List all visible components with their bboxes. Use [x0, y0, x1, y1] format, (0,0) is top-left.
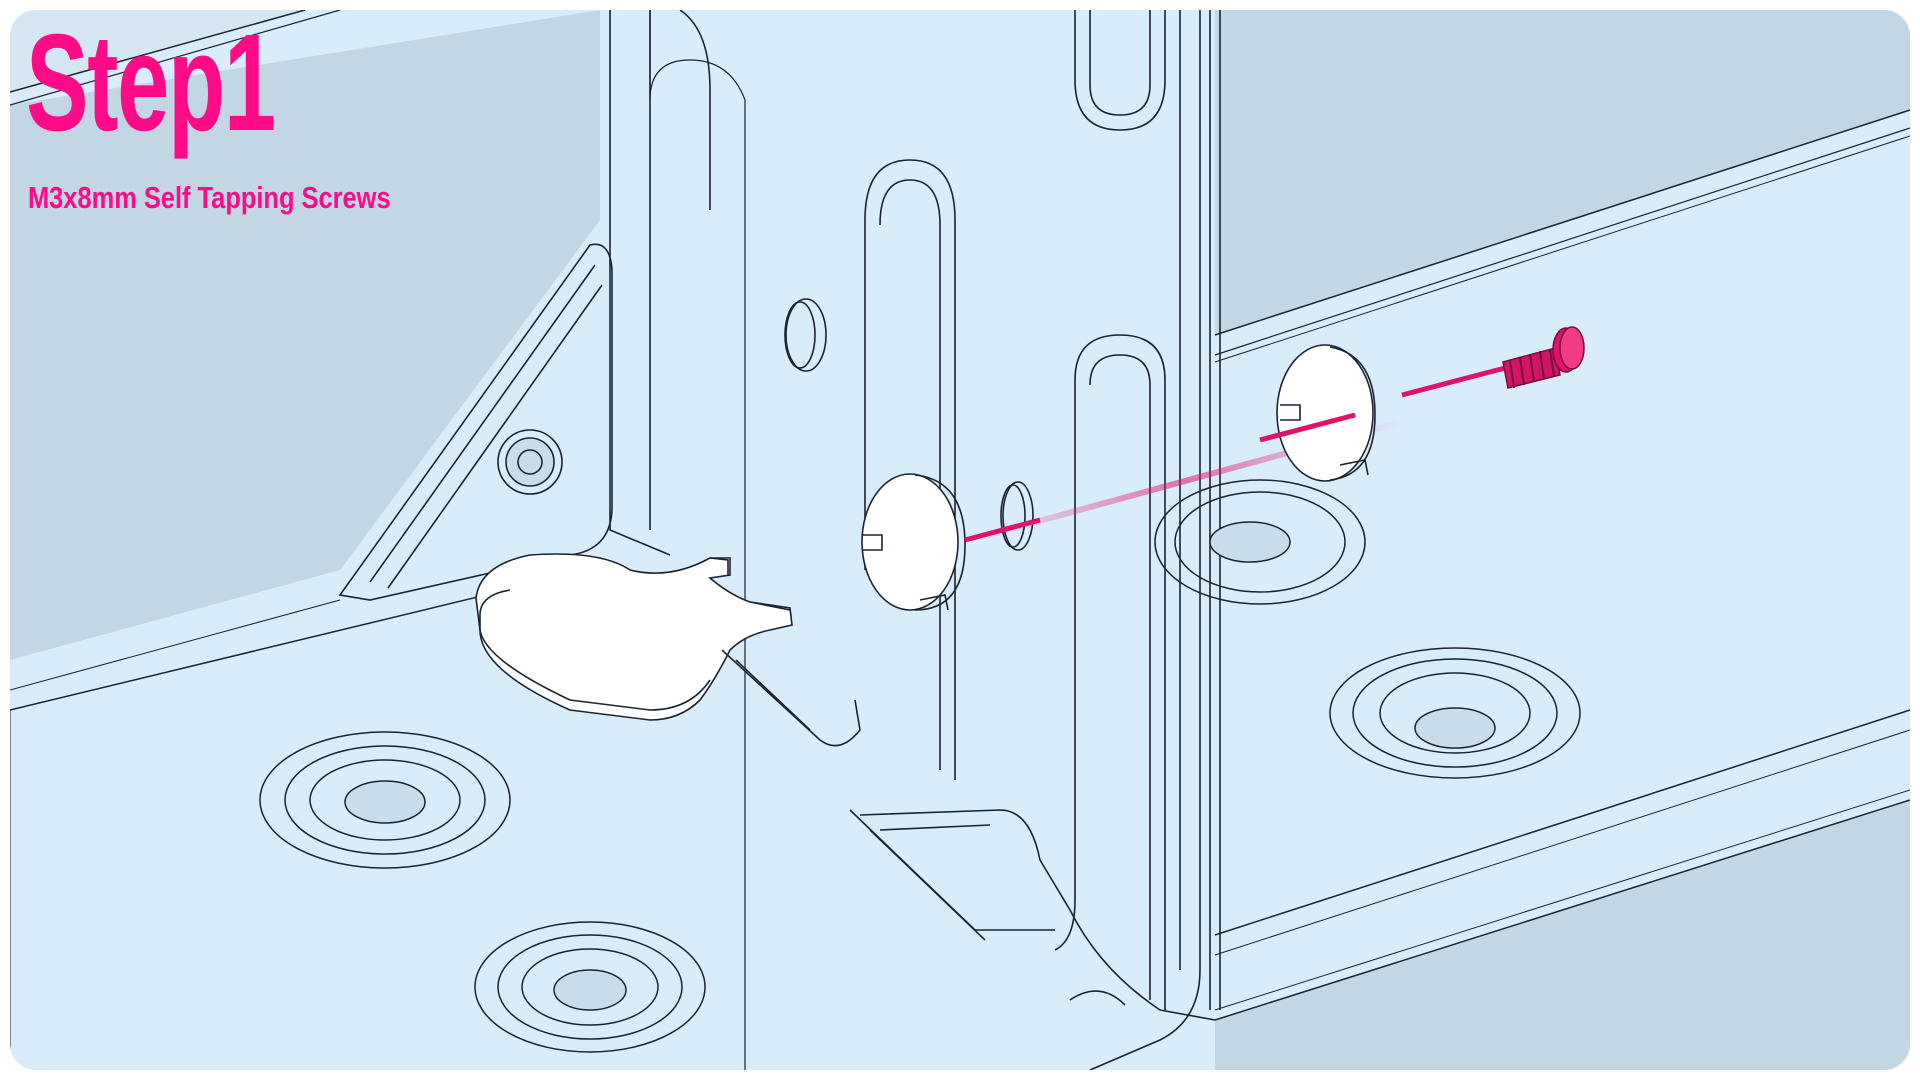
right-lower-shade [1215, 800, 1910, 1070]
right-inner-wall [1215, 10, 1910, 335]
step-title: Step1 [26, 10, 276, 160]
fastener-caption: M3x8mm Self Tapping Screws [28, 180, 391, 215]
slotted-washer-left [861, 473, 1041, 611]
corner-gusset [338, 243, 613, 601]
tab-clip [475, 553, 861, 747]
floor-hole-2 [474, 921, 706, 1053]
floor-hole-3 [1329, 647, 1581, 779]
floor-hole-4 [1154, 479, 1366, 605]
self-tapping-screw-icon [1502, 326, 1585, 389]
slotted-washer-right [1259, 344, 1376, 482]
screw-guide-line [1401, 365, 1506, 398]
left-inner-wall [10, 10, 600, 660]
assembly-illustration [10, 10, 1910, 1070]
assembly-diagram-frame: Step1 M3x8mm Self Tapping Screws [10, 10, 1910, 1070]
floor-hole-1 [259, 731, 511, 869]
vertical-plate [609, 10, 1221, 1070]
